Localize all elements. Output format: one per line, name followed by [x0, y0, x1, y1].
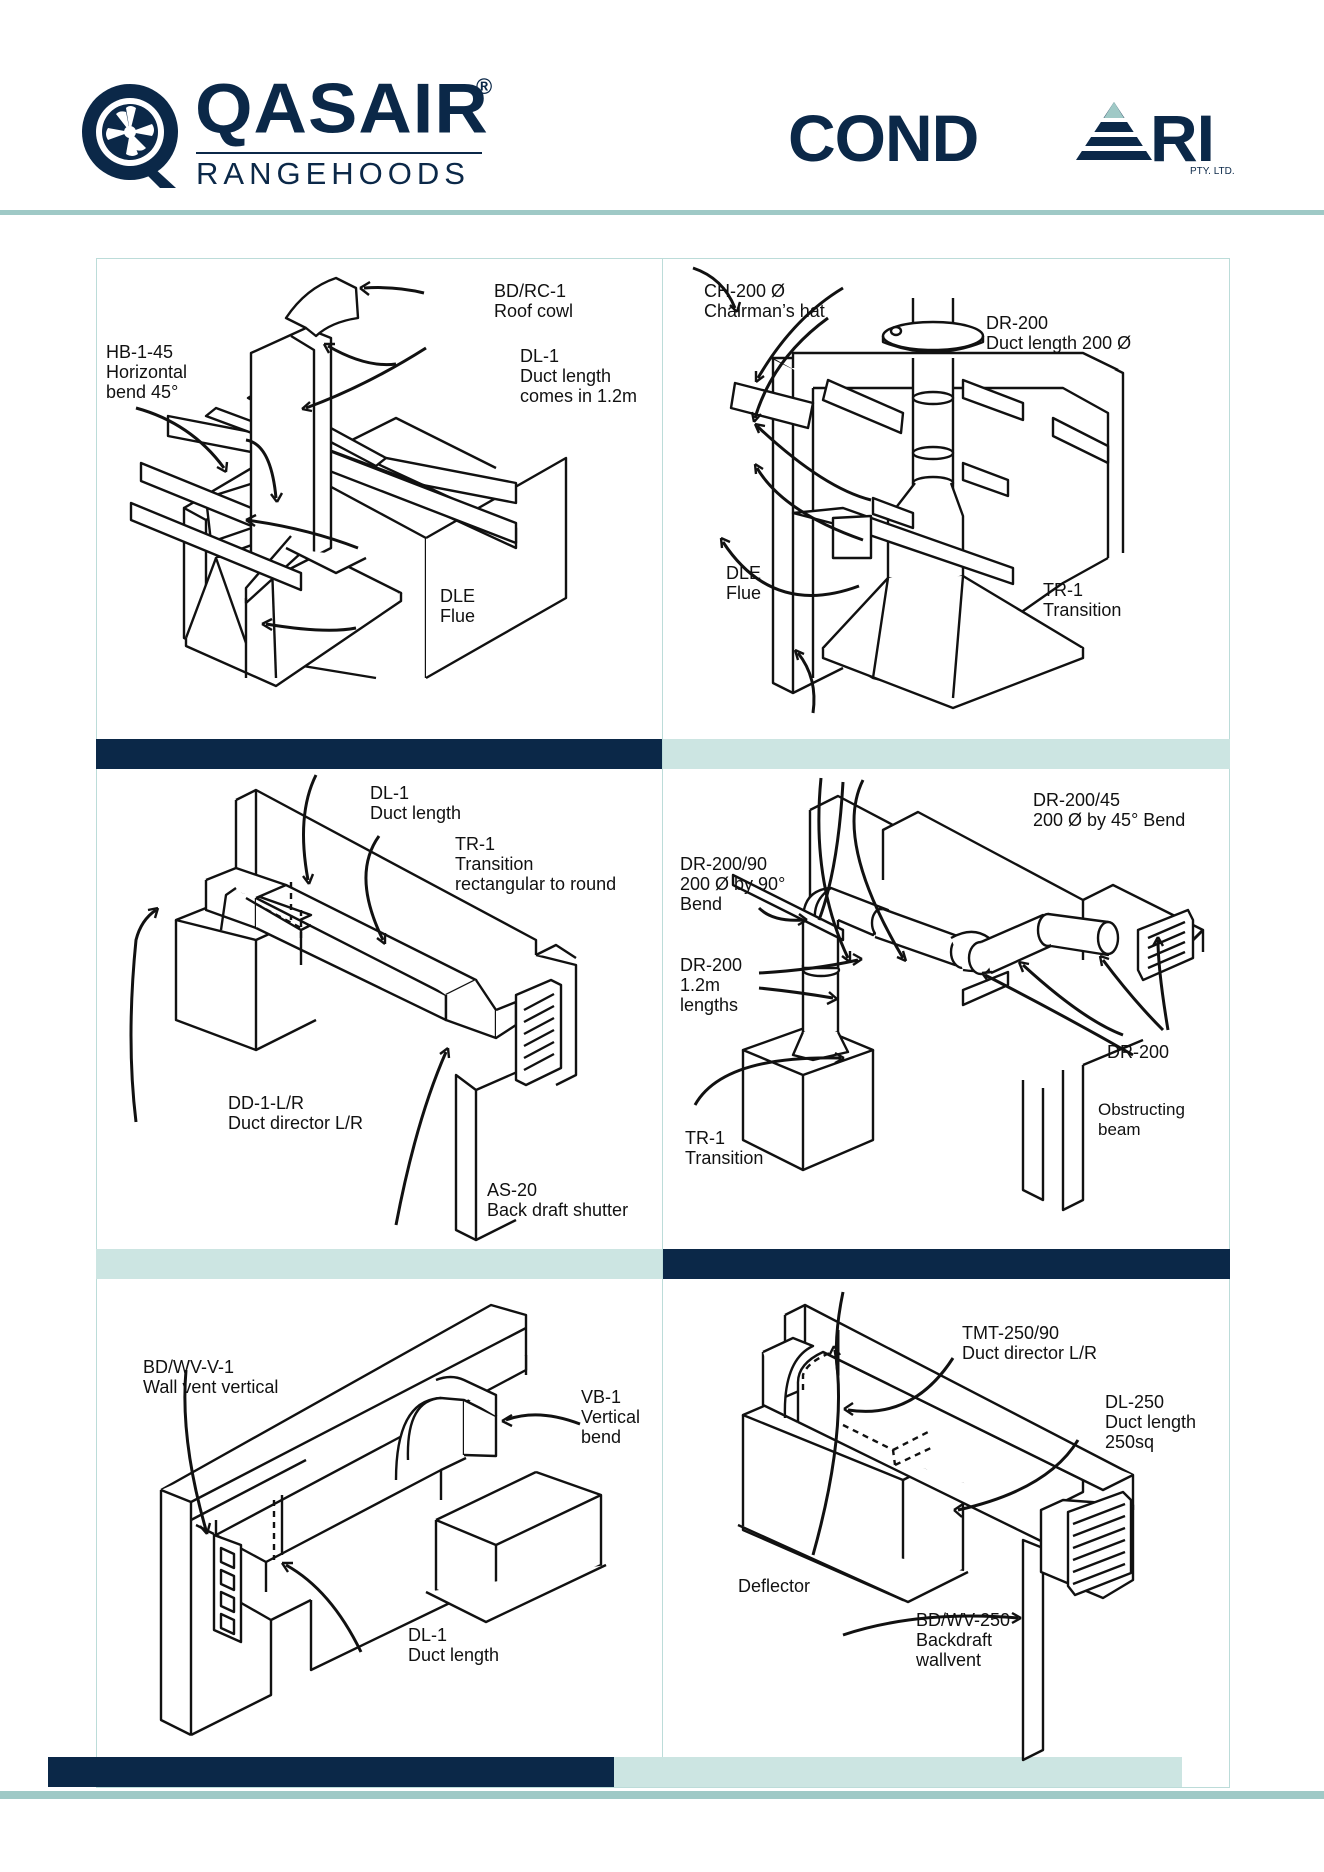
diagram-chairmans-hat	[692, 266, 1125, 714]
qasair-fan-icon	[82, 84, 178, 188]
registered-mark: ®	[476, 74, 493, 99]
label-deflector: Deflector	[738, 1576, 811, 1596]
label-back-draft-shutter: AS-20 Back draft shutter	[487, 1180, 629, 1220]
band-row3-left	[48, 1757, 614, 1787]
band-row1-left	[96, 739, 662, 769]
condari-wordmark-right: RI	[1150, 101, 1215, 175]
grid-vertical-divider	[662, 258, 663, 1788]
label-90-bend: DR-200/90 200 Ø by 90° Bend	[680, 854, 786, 914]
label-backdraft-wallvent: BD/WV-250 Backdraft wallvent	[916, 1610, 1011, 1670]
band-row2-right	[663, 1249, 1230, 1279]
diagram-backdraft-wallvent	[737, 1291, 1135, 1762]
diagram-bends	[693, 777, 1205, 1212]
condari-wordmark-left: COND	[788, 101, 979, 175]
logo-rule	[196, 152, 482, 154]
header-divider	[0, 210, 1324, 215]
band-row2-left	[96, 1249, 662, 1279]
label-duct-length-200: DR-200 Duct length 200 Ø	[986, 313, 1132, 353]
label-vertical-bend: VB-1 Vertical bend	[581, 1387, 641, 1447]
label-roof-cowl: BD/RC-1 Roof cowl	[494, 281, 574, 321]
label-obstructing-beam: Obstructing beam	[1098, 1100, 1185, 1139]
label-wall-vent-vertical: BD/WV-V-1 Wall vent vertical	[143, 1357, 279, 1397]
label-transition-rect-round: TR-1 Transition rectangular to round	[455, 834, 617, 894]
footer-divider	[0, 1791, 1324, 1799]
label-dr-200-lengths: DR-200 1.2m lengths	[680, 955, 743, 1015]
diagram-grid	[96, 258, 1230, 1788]
label-duct-director-lr: DD-1-L/R Duct director L/R	[228, 1093, 364, 1133]
label-horizontal-bend: HB-1-45 Horizontal bend 45°	[106, 342, 188, 402]
diagram-roof-cowl	[129, 276, 568, 688]
condari-subtitle: PTY. LTD.	[1190, 166, 1235, 177]
diagram-duct-director	[129, 774, 578, 1242]
label-45-bend: DR-200/45 200 Ø by 45° Bend	[1033, 790, 1186, 830]
qasair-wordmark: QASAIR	[195, 69, 489, 148]
label-duct-length-p5: DL-1 Duct length	[408, 1625, 500, 1665]
band-row3-right	[614, 1757, 1182, 1787]
label-transition-2: TR-1 Transition	[685, 1128, 764, 1168]
label-duct-length-250: DL-250 Duct length 250sq	[1105, 1392, 1197, 1452]
condari-triangle-icon	[1074, 102, 1154, 160]
label-transition-1: TR-1 Transition	[1043, 580, 1122, 620]
label-dle-flue-1: DLE Flue	[440, 586, 476, 626]
qasair-subtitle: RANGEHOODS	[196, 156, 470, 191]
band-row1-right	[663, 739, 1230, 769]
label-tmt-duct-director: TMT-250/90 Duct director L/R	[962, 1323, 1098, 1363]
label-duct-length-1-2m: DL-1 Duct length comes in 1.2m	[520, 346, 638, 406]
label-dle-flue-2: DLE Flue	[726, 563, 762, 603]
label-duct-length-p3: DL-1 Duct length	[370, 783, 462, 823]
label-chairmans-hat: CH-200 Ø Chairman’s hat	[704, 281, 825, 321]
label-dr-200: DR-200	[1107, 1042, 1170, 1062]
diagram-wall-vent	[159, 1303, 607, 1737]
